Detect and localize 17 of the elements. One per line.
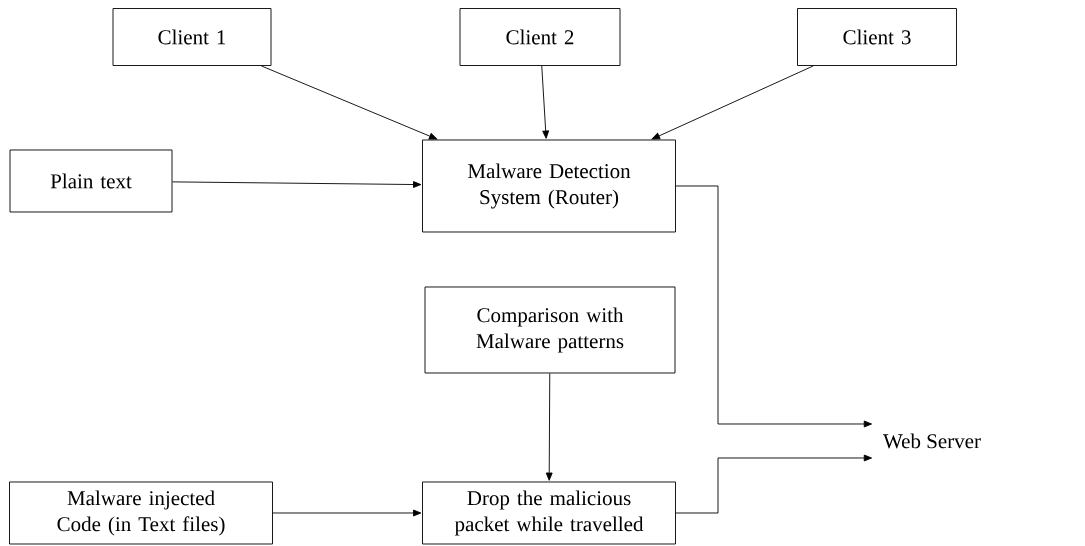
server-label: Web Server <box>883 433 981 449</box>
arrow <box>675 185 872 428</box>
process-box: Client 3 <box>797 8 957 66</box>
arrow <box>272 509 422 517</box>
process-box: Client 1 <box>112 8 272 66</box>
process-box: Plain text <box>9 149 173 213</box>
process-box: Client 2 <box>459 8 621 66</box>
process-box: Malware injected Code (in Text files) <box>9 481 273 545</box>
process-box: Comparison with Malware patterns <box>424 286 676 374</box>
arrow <box>545 373 553 481</box>
process-box: Malware Detection System (Router) <box>422 139 676 233</box>
arrow <box>260 65 438 140</box>
arrow <box>651 65 814 140</box>
arrow <box>541 65 550 139</box>
arrow <box>172 181 422 188</box>
arrow <box>675 454 872 514</box>
process-box: Drop the malicious packet while travelled <box>422 481 676 545</box>
